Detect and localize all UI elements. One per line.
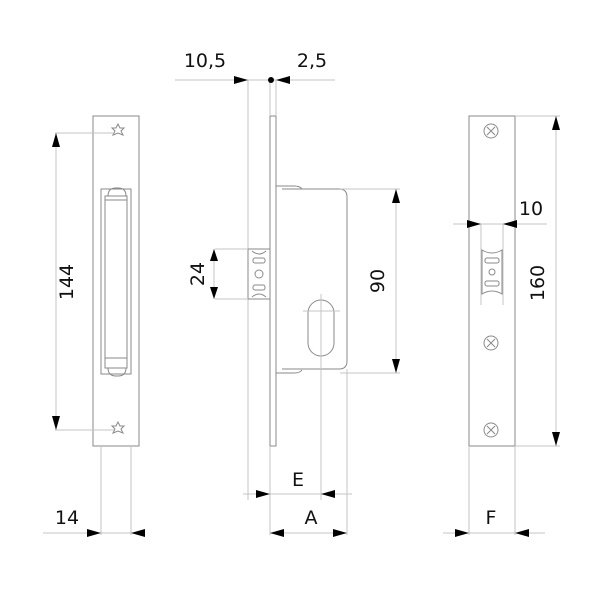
screw-icon (483, 123, 499, 139)
strike-recess-inner (104, 195, 128, 369)
dim-10-label: 10 (519, 198, 543, 220)
screw-icon (110, 420, 126, 434)
arrow-left-icon (270, 529, 284, 537)
dim-24-label: 24 (187, 262, 209, 286)
arrow-left-icon (276, 76, 290, 84)
arrow-left-icon (503, 220, 517, 228)
arrow-up-icon (210, 249, 218, 261)
dim-2-5-label: 2,5 (297, 50, 327, 72)
strike-recess-outer (100, 188, 132, 375)
strike-recess-bottom-arc (107, 367, 127, 377)
arrow-right-icon (87, 529, 101, 537)
arrow-up-icon (392, 189, 400, 203)
screw-icon (483, 422, 499, 438)
arrow-left-icon (515, 529, 529, 537)
arrow-left-icon (321, 490, 335, 498)
strike-plate-view: 144 14 (43, 115, 145, 537)
arrow-up-icon (52, 133, 60, 147)
dim-f-label: F (486, 507, 497, 529)
dim-160-label: 160 (527, 265, 549, 301)
strike-recess-top-arc (107, 187, 127, 197)
arrow-down-icon (552, 432, 560, 446)
faceplate-latch (481, 249, 503, 295)
dim-144-label: 144 (56, 264, 78, 300)
arrow-up-icon (552, 116, 560, 130)
faceplate-outline (468, 115, 516, 447)
arrow-down-icon (210, 287, 218, 299)
dim-a-label: A (305, 507, 318, 529)
arrow-right-icon (333, 529, 347, 537)
arrow-down-icon (52, 416, 60, 430)
lock-latch (247, 248, 271, 300)
lock-faceplate (269, 115, 277, 447)
arrow-left-icon (131, 529, 145, 537)
lock-body (282, 188, 348, 370)
arrow-right-icon (256, 490, 270, 498)
dim-e-label: E (292, 469, 304, 491)
screw-icon (110, 122, 126, 136)
arrow-right-icon (234, 76, 248, 84)
screw-icon (483, 335, 499, 351)
reference-point (268, 77, 274, 83)
lock-side-view: 10,5 2,5 24 90 E A (175, 50, 400, 537)
arrow-down-icon (392, 359, 400, 373)
dim-10-5-label: 10,5 (184, 50, 226, 72)
dim-90-label: 90 (367, 269, 389, 293)
strike-plate-outline (92, 115, 140, 447)
dim-14-label: 14 (55, 507, 79, 529)
arrow-right-icon (467, 220, 481, 228)
arrow-right-icon (455, 529, 469, 537)
faceplate-view: 10 160 F (443, 115, 560, 537)
lock-body-tabs (276, 185, 303, 374)
